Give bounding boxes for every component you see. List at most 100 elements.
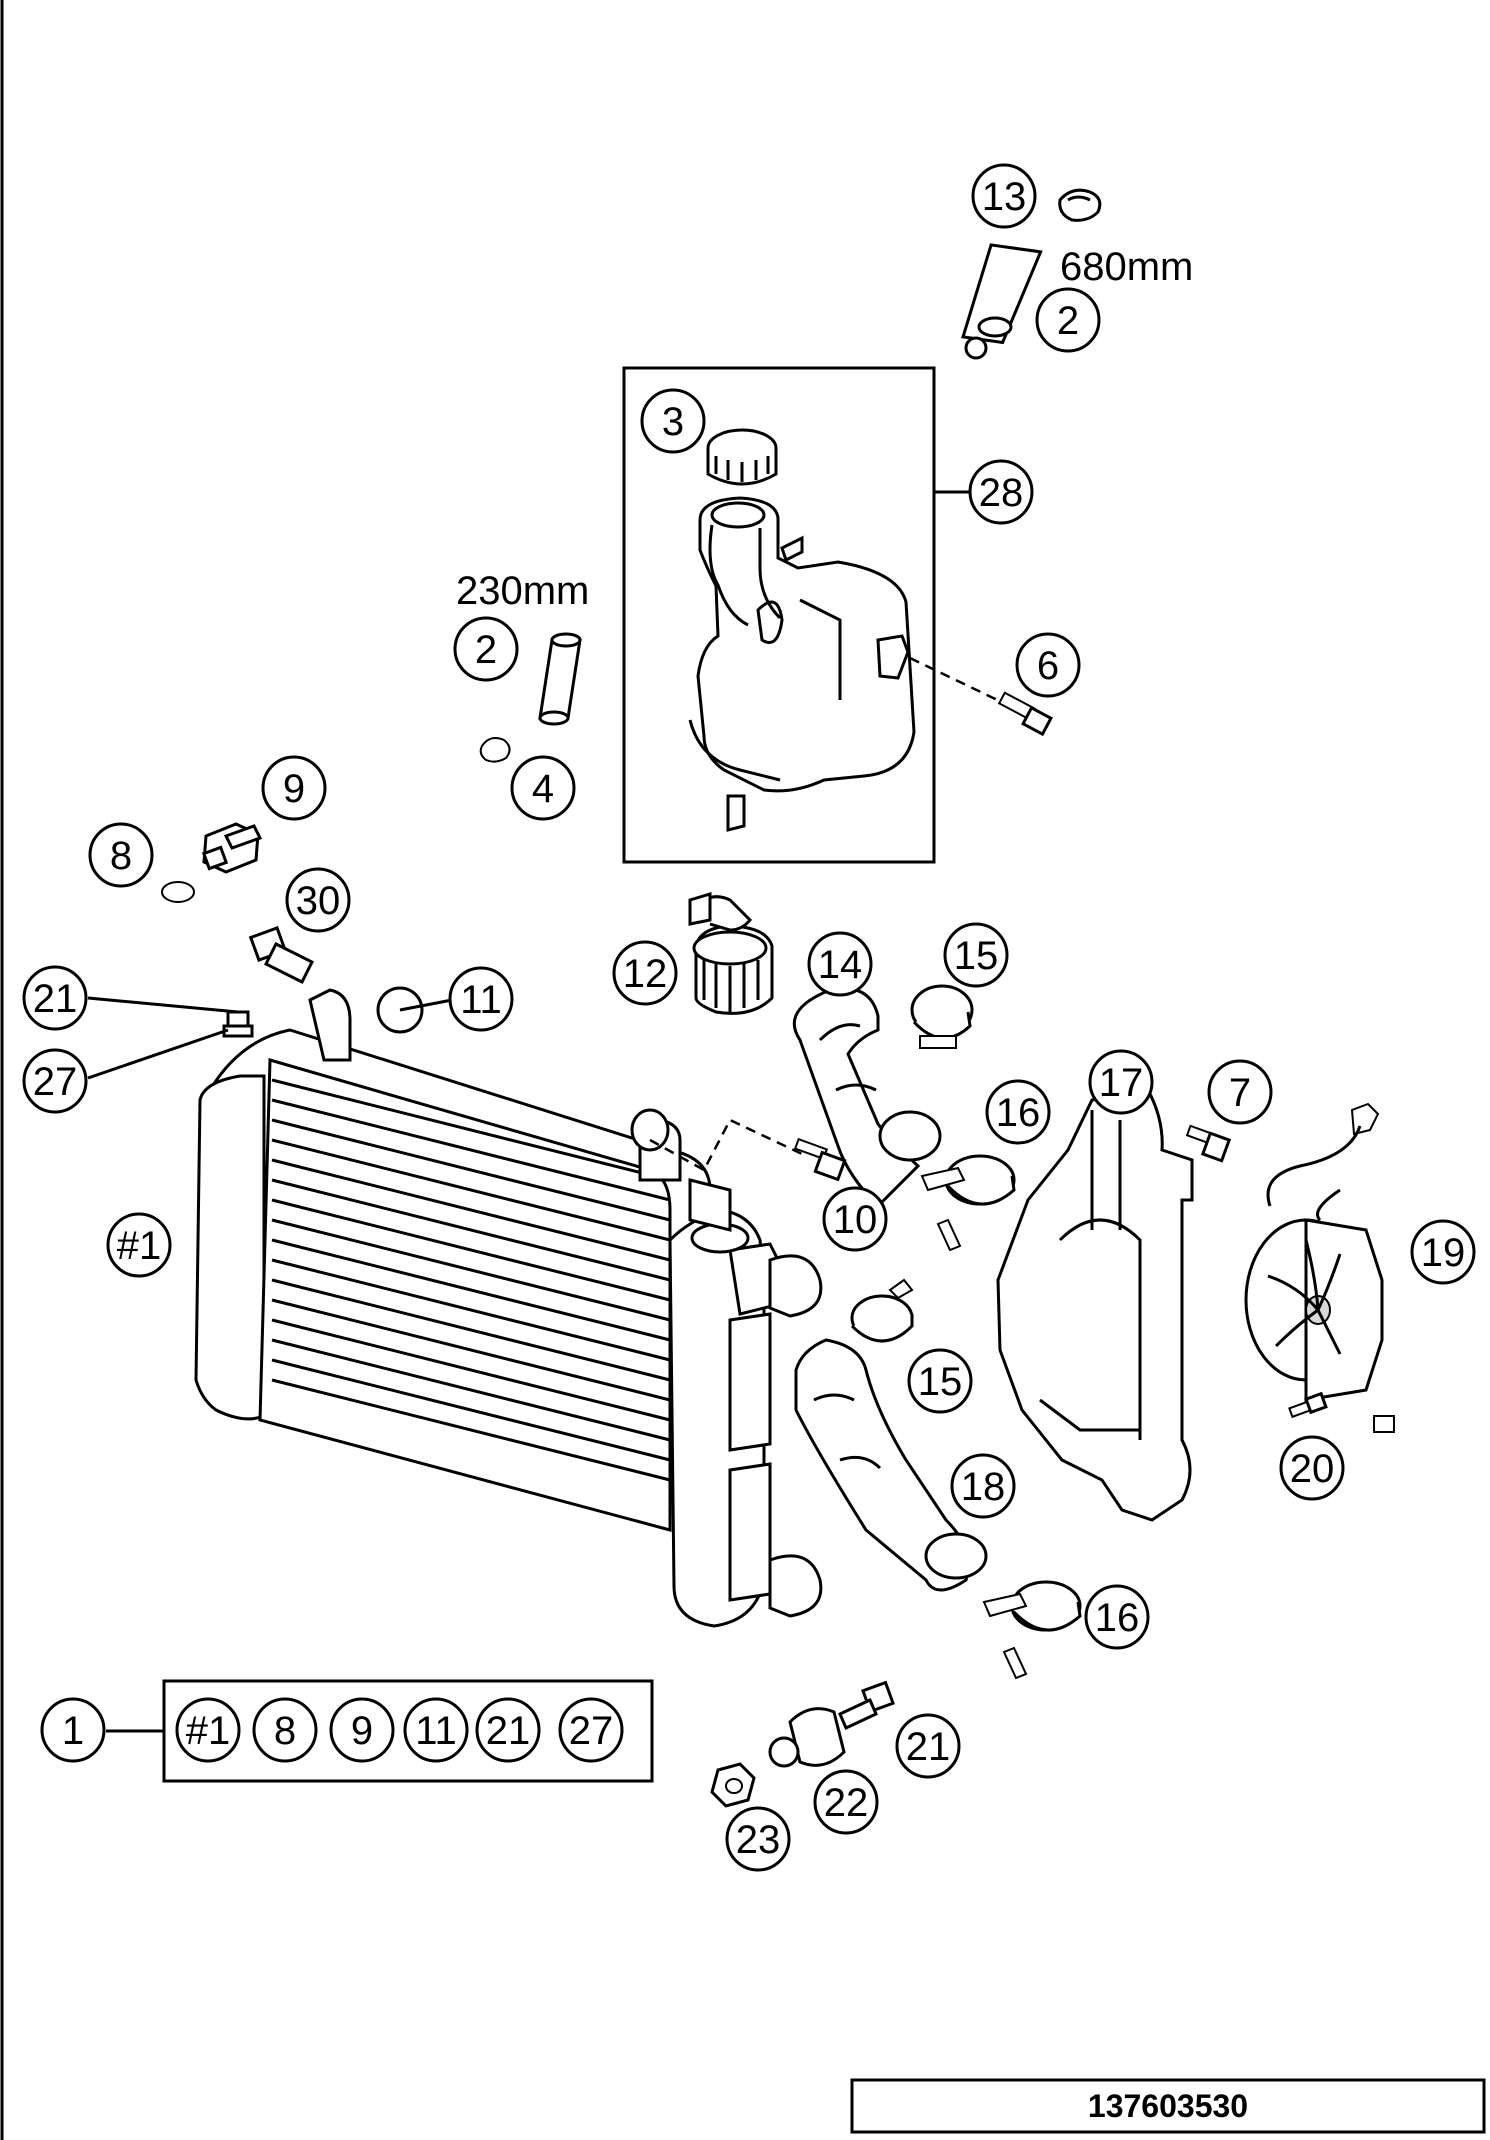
callout-circle [813,1769,879,1835]
screw-20 [1288,1391,1328,1419]
expansion-tank-group-box [622,366,936,864]
callout-c16a: 16 [985,1079,1051,1145]
callout-number: 4 [532,767,554,811]
callout-c13: 13 [971,163,1037,229]
callout-number: 1 [62,1709,84,1753]
callout-circle [1015,632,1081,698]
callout-number: 15 [954,934,999,978]
callout-circle [261,755,327,821]
callout-circle [40,1697,106,1763]
callout-circle [943,922,1009,988]
callout-c15b: 15 [907,1348,973,1414]
bolt-21-lower [838,1680,895,1731]
callout-number: 27 [569,1709,614,1753]
callout-c17: 17 [1088,1049,1154,1115]
callout-circle [22,965,88,1031]
callout-number: 17 [1099,1061,1144,1105]
callout-c7: 7 [1207,1059,1273,1125]
callout-c18: 18 [950,1453,1016,1519]
hose-clamp-15-upper [910,984,974,1049]
callout-kit-3: 11 [403,1697,469,1763]
callout-circle [640,388,706,454]
hose-clamp-4 [479,737,511,763]
hose-length-230: 230mm [456,569,589,613]
radiator-bolt-21 [222,1010,254,1038]
callout-circle [968,459,1034,525]
callout-circle [175,1697,241,1763]
callout-circle [895,1713,961,1779]
hose-680mm [961,243,1043,360]
callout-number: 2 [475,628,497,672]
callout-number: 22 [824,1781,869,1825]
callout-c28: 28 [968,459,1034,525]
callout-number: 12 [623,952,668,996]
callout-circle [1279,1435,1345,1501]
callout-circle [329,1697,395,1763]
callout-kit-0: #1 [175,1697,241,1763]
callout-circle [822,1186,888,1252]
hose-230mm [538,632,582,726]
callout-kit-5: 27 [558,1697,624,1763]
hose-length-680: 680mm [1060,245,1193,289]
callout-c23: 23 [725,1806,791,1872]
callout-c10: 10 [822,1186,888,1252]
rubber-mount-22 [768,1707,846,1768]
callout-c3: 3 [640,388,706,454]
callout-number: 18 [961,1465,1006,1509]
callout-c4: 4 [510,755,576,821]
callout-circle [88,822,154,888]
callout-circle [403,1697,469,1763]
callout-c15a: 15 [943,922,1009,988]
radiator-cap-12 [688,891,774,1015]
expansion-tank-cap-3 [706,428,778,486]
cooling-fan-19 [1244,1102,1395,1433]
callout-number: 8 [110,834,132,878]
callout-circle [907,1348,973,1414]
document-number-box [850,2078,1486,2134]
callout-c22: 22 [813,1769,879,1835]
radiator-bolt-path [649,1118,803,1172]
radiator [194,986,823,1628]
callout-circle [106,1212,172,1278]
callout-c2b: 2 [453,616,519,682]
callout-number: 21 [486,1709,531,1753]
screw-6 [997,691,1053,737]
callout-number: 14 [818,943,863,987]
callout-number: #1 [186,1709,231,1753]
callout-number: 11 [415,1709,457,1753]
o-ring-8 [161,881,195,903]
callout-c14: 14 [807,931,873,997]
hose-clamp-16-lower [982,1580,1082,1680]
callout-c30: 30 [285,867,351,933]
tank-bolt-path [909,656,1015,710]
callout-number: 2 [1057,299,1079,343]
hose-clamp-16-upper [920,1154,1016,1252]
callout-number: 16 [1095,1596,1140,1640]
callout-c19: 19 [1410,1219,1476,1285]
lower-hose-18 [794,1338,988,1592]
callout-number: 30 [296,879,341,923]
callout-number: 16 [996,1091,1041,1135]
callout-circle [1207,1059,1273,1125]
callout-number: 21 [33,977,78,1021]
callout-circle [510,755,576,821]
callout-c21b: 21 [895,1713,961,1779]
leader-11 [399,998,453,1012]
callout-number: 7 [1229,1071,1251,1115]
callout-circle [453,616,519,682]
callout-c21a: 21 [22,965,88,1031]
hose-clamp-13 [1058,188,1102,222]
callout-circle [950,1453,1016,1519]
callout-number: 9 [351,1709,373,1753]
leader-21a [87,996,239,1014]
leader-27 [87,1028,229,1080]
screw-10 [793,1137,847,1182]
callout-circle [558,1697,624,1763]
callout-number: 3 [662,400,684,444]
callout-number: 6 [1037,644,1059,688]
bolt-30 [248,926,315,985]
callout-circle [475,1697,541,1763]
temperature-sensor-9 [201,822,263,874]
callout-kit-4: 21 [475,1697,541,1763]
